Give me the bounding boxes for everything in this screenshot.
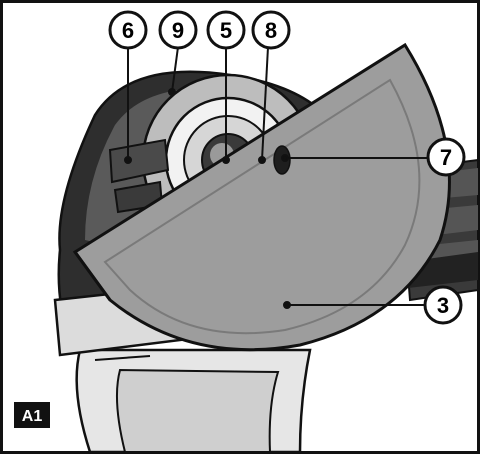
leader-8 [261,46,269,161]
leader-9-dot [168,88,176,96]
figure-label: A1 [22,408,43,425]
callout-7: 7 [426,137,466,177]
wheel-guard [72,42,451,352]
callout-3-label: 3 [437,293,449,318]
callout-6-label: 6 [122,18,134,43]
callout-7-label: 7 [440,145,452,170]
callout-5: 5 [206,10,246,50]
callout-3: 3 [423,285,463,325]
callout-8: 8 [251,10,291,50]
callout-6: 6 [108,10,148,50]
callout-9-label: 9 [172,18,184,43]
leader-3-dot [283,301,291,309]
leader-7-dot [281,154,289,162]
leader-6-dot [124,156,132,164]
grinder-grip [75,348,312,454]
leader-lines [124,46,428,309]
figure-label-box: A1 [14,402,50,428]
leader-8-dot [258,156,266,164]
leader-5-dot [222,156,230,164]
callout-8-label: 8 [265,18,277,43]
callout-9: 9 [158,10,198,50]
callout-5-label: 5 [220,18,232,43]
leader-9 [171,46,179,93]
